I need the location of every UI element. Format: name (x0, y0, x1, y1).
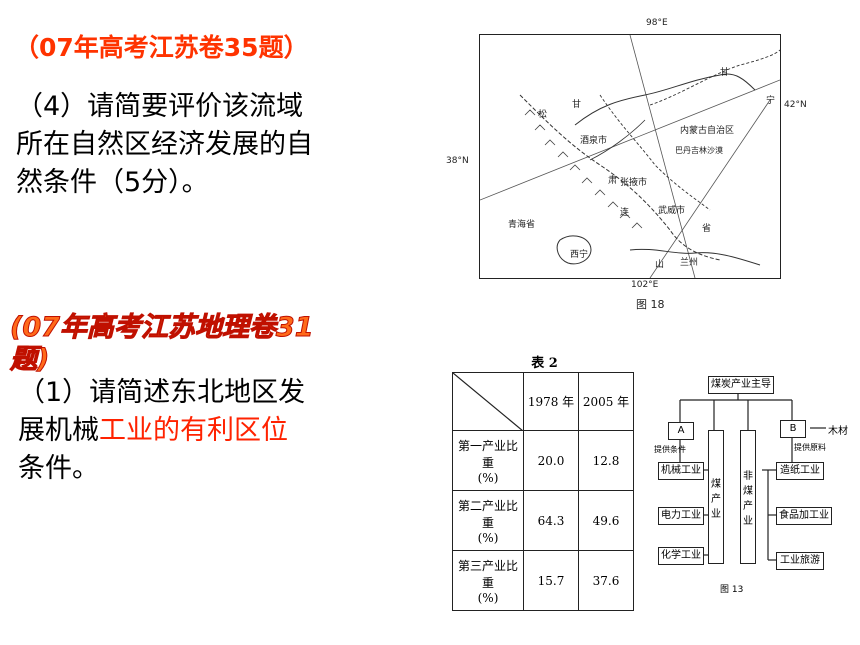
coal-char: 煤 (711, 478, 721, 490)
noncoal-char: 煤 (743, 486, 753, 497)
q2-title-line2: 题) (10, 344, 50, 376)
table-header-cell: 2005 年 (578, 372, 634, 431)
flowchart-figure: 煤炭产业主导 A B 木材 提供条件 提供原料 煤 产 业 非 煤 产 业 机械… (652, 370, 852, 610)
wood-label: 木材 (828, 426, 848, 437)
noncoal-char: 产 (743, 501, 753, 512)
data-table: 1978 年 2005 年 第一产业比重(%) 20.0 12.8 第二产业比重… (452, 372, 634, 611)
map-label: 宁 (766, 96, 776, 106)
b-box: B (780, 420, 806, 438)
paper-box: 造纸工业 (776, 462, 824, 480)
map-lon-top: 98°E (646, 18, 668, 28)
table-row-label: 第一产业比重(%) (452, 430, 524, 491)
left-note: 提供条件 (654, 445, 686, 454)
map-label: 武威市 (658, 206, 686, 216)
map-label: 酒泉市 (580, 136, 608, 146)
coal-industry-dominant-box: 煤炭产业主导 (708, 376, 774, 394)
table-cell: 64.3 (523, 490, 579, 551)
map-svg (480, 35, 780, 278)
map-label: 青海省 (508, 220, 536, 230)
table-header-row: 1978 年 2005 年 (452, 372, 634, 431)
coal-industry-box: 煤 产 业 (708, 430, 724, 564)
q1-line: 然条件（5分）。 (16, 167, 209, 198)
map-lat-right: 42°N (784, 100, 807, 110)
map-caption: 图 18 (636, 298, 665, 311)
row-label-unit: (%) (477, 590, 499, 605)
row-label-line: 第三产业比重 (457, 558, 518, 590)
map-label: 山 (655, 260, 665, 270)
coal-char: 产 (711, 493, 721, 505)
map-figure: 98°E 42°N 38°N 甘 松 酒泉市 张掖市 武威市 肃 (446, 14, 816, 314)
q2-line2-black: 展机械 (18, 415, 99, 446)
table-row-label: 第二产业比重(%) (452, 490, 524, 551)
flowchart-connectors (679, 392, 826, 561)
map-label: 甘 (720, 68, 730, 78)
row-label-unit: (%) (477, 470, 499, 485)
food-box: 食品加工业 (776, 507, 832, 525)
map-label: 内蒙古自治区 (680, 126, 735, 136)
flow-caption: 图 13 (720, 585, 744, 595)
q2-line2-red: 工业的有利区位 (99, 415, 288, 446)
q2-line1: （1）请简述东北地区发 (18, 377, 306, 408)
table-cell: 49.6 (578, 490, 634, 551)
table-cell: 12.8 (578, 430, 634, 491)
diagonal-line (453, 373, 523, 431)
row-label-line: 第二产业比重 (457, 498, 518, 530)
a-box: A (668, 422, 694, 440)
noncoal-char: 非 (743, 471, 753, 482)
table-header-cell: 1978 年 (523, 372, 579, 431)
map-frame: 甘 松 酒泉市 张掖市 武威市 肃 连 青海省 内蒙古自治区 巴丹吉林沙漠 甘 … (479, 34, 781, 279)
table-title: 表 2 (531, 356, 558, 371)
table-cell: 20.0 (523, 430, 579, 491)
map-label: 兰州 (680, 258, 699, 268)
row-label-line: 第一产业比重 (457, 438, 518, 470)
map-label: 连 (620, 208, 630, 218)
non-coal-industry-box: 非 煤 产 业 (740, 430, 756, 564)
table-corner-cell (452, 372, 524, 431)
row-label-unit: (%) (477, 530, 499, 545)
map-label: 松 (538, 110, 548, 120)
map-label: 张掖市 (620, 178, 648, 188)
map-label: 巴丹吉林沙漠 (675, 146, 723, 155)
table-row: 第二产业比重(%) 64.3 49.6 (452, 490, 634, 551)
q1-question: （4）请简要评价该流域 所在自然区经济发展的自 然条件（5分）。 (16, 88, 426, 202)
table-row-label: 第三产业比重(%) (452, 550, 524, 611)
table-row: 第三产业比重(%) 15.7 37.6 (452, 550, 634, 611)
q2-question: （1）请简述东北地区发 展机械工业的有利区位 条件。 (18, 374, 418, 488)
right-note: 提供原料 (794, 443, 826, 452)
map-label: 西宁 (570, 250, 589, 260)
power-box: 电力工业 (658, 507, 704, 525)
q2-line2: 展机械工业的有利区位 (18, 412, 418, 450)
q2-title-line1: (07年高考江苏地理卷31 (10, 312, 315, 344)
machinery-box: 机械工业 (658, 462, 704, 480)
chemical-box: 化学工业 (658, 547, 704, 565)
table-cell: 15.7 (523, 550, 579, 611)
map-lon-bottom: 102°E (631, 280, 659, 290)
q1-line: 所在自然区经济发展的自 (16, 129, 313, 160)
tourism-box: 工业旅游 (776, 552, 824, 570)
map-lat-left: 38°N (446, 156, 469, 166)
map-label: 省 (702, 224, 712, 234)
q1-title: （07年高考江苏卷35题） (14, 33, 309, 62)
table-cell: 37.6 (578, 550, 634, 611)
coal-char: 业 (711, 508, 721, 520)
table-row: 第一产业比重(%) 20.0 12.8 (452, 430, 634, 491)
map-label: 甘 (572, 100, 582, 110)
q1-line: （4）请简要评价该流域 (16, 91, 304, 122)
table-2: 表 2 1978 年 2005 年 第一产业比重(%) 20.0 12.8 第二… (452, 348, 637, 613)
noncoal-char: 业 (743, 516, 753, 527)
q2-title: (07年高考江苏地理卷31 题) (10, 312, 410, 376)
map-label: 肃 (608, 176, 618, 186)
q2-line3: 条件。 (18, 453, 99, 484)
